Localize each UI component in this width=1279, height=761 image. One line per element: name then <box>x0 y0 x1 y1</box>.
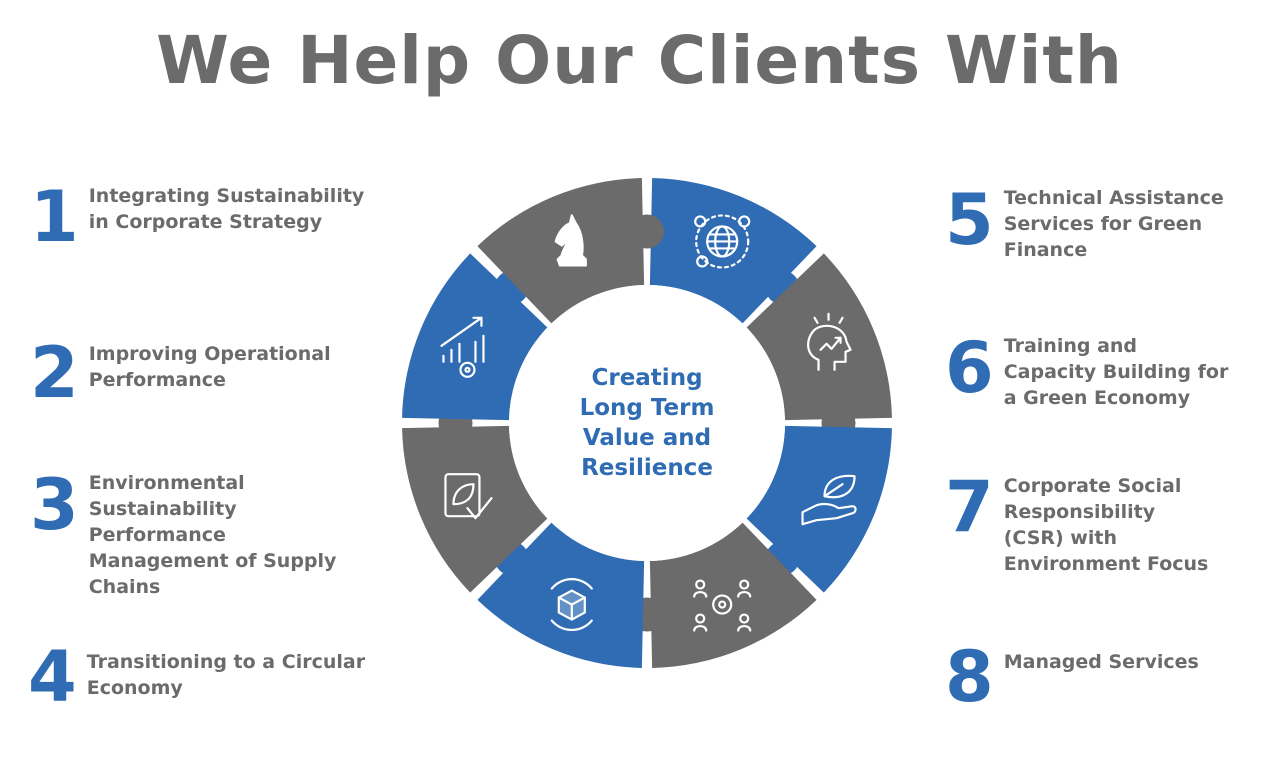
item-label: Environmental Sustainability Performance… <box>88 472 337 598</box>
service-item-1: 1 Integrating Sustainability in Corporat… <box>30 182 364 252</box>
center-line-3: Value and <box>583 425 711 451</box>
service-item-5: 5 Technical Assistance Services for Gree… <box>945 185 1224 263</box>
growth-chart-gear-icon <box>440 316 485 378</box>
service-item-4: 4 Transitioning to a Circular Economy <box>28 642 365 712</box>
item-number: 8 <box>945 636 994 718</box>
team-gear-icon <box>693 579 752 632</box>
leaf-check-icon <box>444 473 493 520</box>
wheel-icons <box>440 214 857 632</box>
wheel-segments <box>402 178 892 668</box>
item-number: 5 <box>945 179 994 261</box>
page-title: We Help Our Clients With <box>156 22 1123 99</box>
wheel-segment <box>649 522 817 668</box>
center-line-2: Long Term <box>580 395 715 421</box>
head-growth-icon <box>807 312 852 371</box>
wheel-segment <box>746 253 892 421</box>
item-label: Integrating Sustainability in Corporate … <box>88 185 365 233</box>
item-label: Technical Assistance Services for Green … <box>1003 187 1224 261</box>
item-label: Improving Operational Performance <box>88 343 331 391</box>
item-label: Training and Capacity Building for a Gre… <box>1003 335 1229 409</box>
service-item-6: 6 Training and Capacity Building for a G… <box>945 333 1228 411</box>
service-item-3: 3 Environmental Sustainability Performan… <box>30 470 336 600</box>
wheel-center <box>509 285 785 561</box>
chess-knight-icon <box>554 214 587 267</box>
item-number: 3 <box>30 464 79 546</box>
hand-leaf-icon <box>801 474 857 526</box>
center-line-1: Creating <box>591 365 702 391</box>
item-number: 4 <box>28 636 77 718</box>
item-number: 7 <box>945 466 994 548</box>
item-number: 6 <box>945 327 994 409</box>
item-label: Managed Services <box>1003 651 1199 673</box>
item-label: Corporate Social Responsibility (CSR) wi… <box>1003 475 1209 575</box>
wheel-segment <box>402 425 548 593</box>
item-number: 2 <box>30 332 79 414</box>
item-number: 1 <box>30 176 79 258</box>
globe-finance-icon <box>694 214 751 269</box>
item-label: Transitioning to a Circular Economy <box>86 651 366 699</box>
wheel-segment <box>477 178 645 324</box>
puzzle-knob <box>630 214 664 249</box>
center-line-4: Resilience <box>581 455 713 481</box>
service-item-8: 8 Managed Services <box>945 642 1199 712</box>
service-item-7: 7 Corporate Social Responsibility (CSR) … <box>945 472 1208 577</box>
service-item-2: 2 Improving Operational Performance <box>30 338 331 408</box>
cube-cycle-icon <box>550 578 593 631</box>
